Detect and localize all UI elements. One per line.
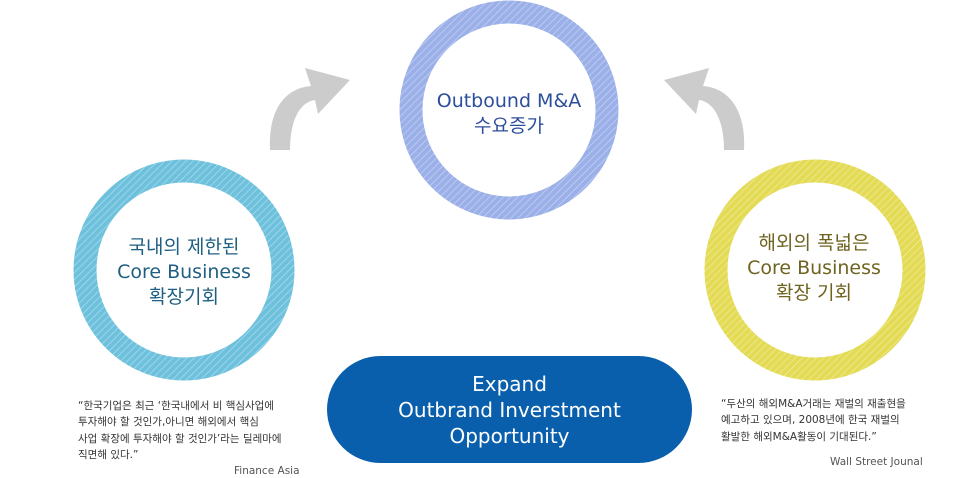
label-line: Core Business <box>117 261 251 284</box>
label-line: 해외의 폭넓은 <box>758 232 870 254</box>
pill-line: Opportunity <box>449 423 570 448</box>
arrow-left-to-top-icon <box>269 68 350 150</box>
quote-line: “한국기업은 최근 ‘한국내에서 비 핵심사업에 <box>78 400 275 412</box>
quote-line: 사업 확장에 투자해야 할 것인가’라는 딜레마에 <box>78 432 282 445</box>
label-line: 확장 기회 <box>776 282 852 305</box>
expand-opportunity-pill: Expand Outbrand Inverstment Opportunity <box>327 356 692 463</box>
pill-line: Expand <box>472 371 547 396</box>
quote-line: “두산의 해외M&A거래는 재벌의 재출현을 <box>721 398 906 410</box>
label-line: 확장기회 <box>149 286 219 309</box>
source-finance-asia: Finance Asia <box>234 465 300 477</box>
quote-wall-street-journal: “두산의 해외M&A거래는 재벌의 재출현을 예고하고 있으며, 2008년에 … <box>721 396 941 445</box>
label-line: Core Business <box>747 257 881 280</box>
quote-line: 투자해야 할 것인가,아니면 해외에서 핵심 <box>78 416 259 429</box>
label-line: 수요증가 <box>474 115 544 138</box>
label-outbound-ma: Outbound M&A 수요증가 <box>409 89 609 139</box>
quote-line: 예고하고 있으며, 2008년에 한국 재벌의 <box>721 414 900 427</box>
quote-line: 직면해 있다.” <box>78 448 139 461</box>
label-domestic-core: 국내의 제한된 Core Business 확장기회 <box>84 235 284 310</box>
ring-outbound-ma <box>399 0 619 220</box>
quote-finance-asia: “한국기업은 최근 ‘한국내에서 비 핵심사업에 투자해야 할 것인가,아니면 … <box>78 398 308 463</box>
ring-overseas-core <box>704 159 926 381</box>
quote-line: 활발한 해외M&A활동이 기대된다.” <box>721 430 877 443</box>
label-line: Outbound M&A <box>436 90 582 112</box>
label-line: 국내의 제한된 <box>128 236 240 258</box>
source-wall-street-journal: Wall Street Jounal <box>830 456 923 468</box>
ring-domestic-core <box>73 159 295 381</box>
label-overseas-core: 해외의 폭넓은 Core Business 확장 기회 <box>714 231 914 306</box>
pill-line: Outbrand Inverstment <box>398 397 621 422</box>
arrow-right-to-top-icon <box>664 68 745 150</box>
